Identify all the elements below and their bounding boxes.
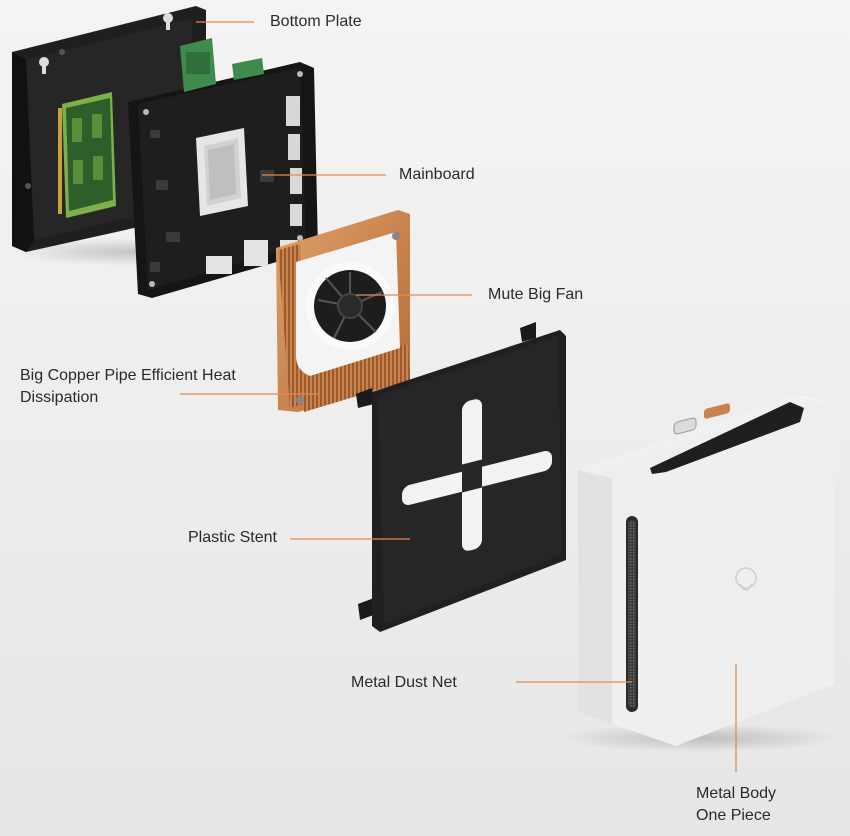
- metal-body-illustration: [560, 396, 840, 752]
- leader-lines: [180, 21, 737, 772]
- label-metal-body-line2: One Piece: [696, 807, 771, 824]
- mainboard-illustration: [128, 38, 318, 298]
- label-bottom-plate: Bottom Plate: [270, 13, 362, 30]
- stent-illustration: [356, 322, 566, 632]
- label-plastic-stent: Plastic Stent: [188, 529, 277, 546]
- label-copper-pipe-line1: Big Copper Pipe Efficient Heat: [20, 367, 236, 384]
- label-metal-dust-net: Metal Dust Net: [351, 674, 457, 691]
- label-mainboard: Mainboard: [399, 166, 475, 183]
- label-copper-pipe: Big Copper Pipe Efficient Heat Dissipati…: [20, 365, 236, 409]
- label-copper-pipe-line2: Dissipation: [20, 389, 99, 406]
- label-mute-big-fan: Mute Big Fan: [488, 286, 584, 303]
- fan-illustration: [276, 210, 410, 412]
- label-metal-body: Metal Body One Piece: [696, 783, 776, 827]
- label-metal-body-line1: Metal Body: [696, 785, 777, 802]
